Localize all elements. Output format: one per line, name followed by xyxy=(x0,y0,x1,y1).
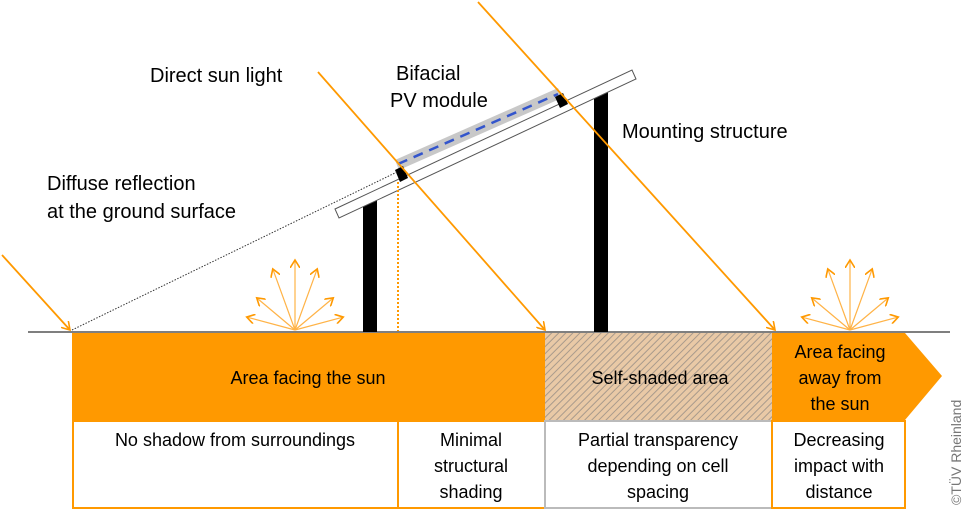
box-minimal-3: shading xyxy=(439,482,502,502)
mounting-label: Mounting structure xyxy=(622,121,788,143)
reflection-arrow xyxy=(849,298,888,331)
reflection-arrow xyxy=(273,269,296,331)
box-decreasing-3: distance xyxy=(805,482,872,502)
reflection-arrow xyxy=(849,269,872,331)
sun-ray-middle xyxy=(317,71,545,330)
clamp-front xyxy=(395,166,408,182)
copyright: ©TÜV Rheinland xyxy=(947,400,964,505)
box-partial-2: depending on cell xyxy=(587,456,728,476)
reflection-arrow xyxy=(294,298,333,331)
box-minimal-1: Minimal xyxy=(440,430,502,450)
box-partial-3: spacing xyxy=(627,482,689,502)
diffuse-reflection-line xyxy=(71,171,398,331)
module-label-2: PV module xyxy=(390,90,488,112)
reflection-fan-icon xyxy=(247,260,344,331)
sun-ray-right xyxy=(477,1,775,330)
self-shaded-band xyxy=(545,333,772,420)
reflection-arrow xyxy=(294,317,343,331)
box-no-shadow xyxy=(72,420,399,509)
band-self-shaded: Self-shaded area xyxy=(591,368,729,388)
reflection-arrow xyxy=(812,298,851,331)
diffuse-label-1: Diffuse reflection xyxy=(47,173,196,195)
rear-post xyxy=(594,90,608,332)
cell-dashed-line xyxy=(397,92,559,166)
box-partial-1: Partial transparency xyxy=(578,430,738,450)
box-decreasing-1: Decreasing xyxy=(793,430,884,450)
box-no-shadow-text: No shadow from surroundings xyxy=(115,430,355,450)
band-facing-away-1: Area facing xyxy=(794,342,885,362)
reflection-arrow xyxy=(294,269,317,331)
box-partial xyxy=(544,420,773,509)
box-decreasing-2: impact with xyxy=(794,456,884,476)
clamp-rear xyxy=(555,93,568,108)
band-facing-sun: Area facing the sun xyxy=(230,368,385,388)
box-decreasing xyxy=(771,420,906,509)
sun-ray-left xyxy=(1,254,70,330)
module-label-1: Bifacial xyxy=(396,63,460,85)
reflection-arrow xyxy=(828,269,851,331)
diffuse-label-2: at the ground surface xyxy=(47,201,236,223)
direct-sun-label: Direct sun light xyxy=(150,65,283,87)
box-minimal-2: structural xyxy=(434,456,508,476)
front-post xyxy=(363,200,377,332)
reflection-arrow xyxy=(849,317,898,331)
reflection-fan-icon xyxy=(802,260,899,331)
reflection-arrow xyxy=(257,298,296,331)
band-facing-away-2: away from xyxy=(798,368,881,388)
reflection-arrow xyxy=(802,317,851,331)
band-facing-away-3: the sun xyxy=(810,394,869,414)
reflection-arrow xyxy=(247,317,296,331)
